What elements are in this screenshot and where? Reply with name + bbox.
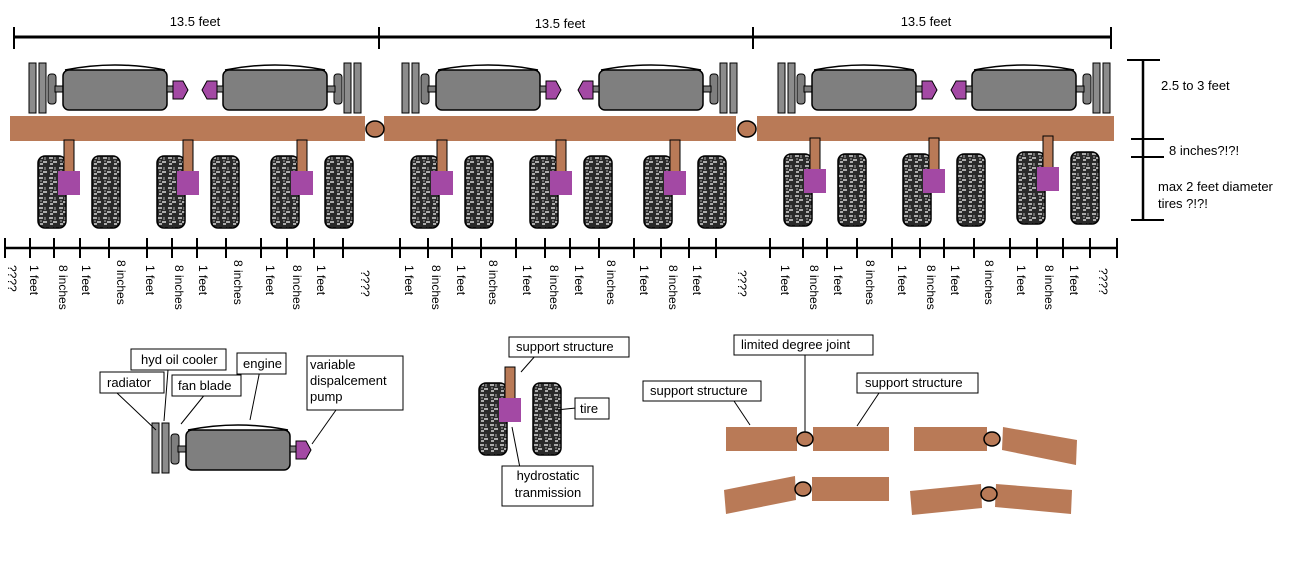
spacing-label: 8 inches [172, 265, 186, 310]
wheel-row [38, 136, 1099, 228]
spacing-label: 1 feet [520, 265, 534, 296]
spacing-label: 8 inches [429, 265, 443, 310]
wheel-legend: support structure tire hydrostatic tranm… [479, 336, 630, 507]
engine-label: engine [243, 356, 282, 371]
spacing-label: 8 inches [982, 260, 996, 305]
spacing-label: 1 feet [454, 265, 468, 296]
wheelset [1017, 136, 1099, 224]
engine-assembly [28, 62, 189, 114]
spacing-label: ???? [735, 270, 749, 297]
joint-legend: support structure limited degree joint s… [642, 334, 1077, 515]
spacing-label: 1 feet [1014, 265, 1028, 296]
spacing-label: 8 inches [1042, 265, 1056, 310]
spacing-label: 1 feet [948, 265, 962, 296]
wheelset [784, 138, 866, 226]
engine-assembly [201, 62, 362, 114]
spacing-label: 1 feet [27, 265, 41, 296]
beam-piece [813, 427, 889, 451]
spacing-label: 8 inches [547, 265, 561, 310]
pump-label: variable dispalcement pump [310, 357, 387, 404]
spacing-label: 1 feet [402, 265, 416, 296]
spacing-label: 1 feet [831, 265, 845, 296]
spacing-label: ???? [358, 270, 372, 297]
spacing-label: 8 inches [56, 265, 70, 310]
spacing-label: 8 inches [863, 260, 877, 305]
spacing-label: 8 inches [604, 260, 618, 305]
spacing-label: 8 inches [486, 260, 500, 305]
spacing-label: 1 feet [79, 265, 93, 296]
wheelset [271, 140, 353, 228]
engine-assembly [401, 62, 562, 114]
support-beam [757, 116, 1114, 141]
side-dimension-line [1127, 59, 1164, 221]
engine-assembly [950, 62, 1111, 114]
support-structure-label: support structure [516, 339, 614, 354]
spacing-label: 8 inches [807, 265, 821, 310]
dimension-label-1: 13.5 feet [170, 14, 221, 29]
engine-legend: radiator hyd oil cooler fan blade engine… [99, 348, 404, 474]
support-left-label: support structure [650, 383, 748, 398]
spacing-labels: ???? 1 feet 8 inches 1 feet 8 inches 1 f… [5, 260, 1110, 310]
wheelset [38, 140, 120, 228]
joint [983, 431, 1001, 447]
spacing-label: ???? [1096, 268, 1110, 295]
top-dimension-line [13, 27, 1112, 49]
engine-assembly [777, 62, 938, 114]
spacing-label: 8 inches [666, 265, 680, 310]
wheelset [411, 140, 493, 228]
transmission-label: hydrostatic tranmission [515, 468, 581, 500]
joint [737, 120, 757, 138]
beam-thickness-label: 8 inches?!?! [1169, 143, 1239, 158]
wheelset [644, 140, 726, 228]
beam-piece [812, 477, 889, 501]
spacing-label: 8 inches [924, 265, 938, 310]
wheelset [530, 140, 612, 228]
support-beam [384, 116, 736, 141]
support-right-label: support structure [865, 375, 963, 390]
beam-piece [726, 427, 797, 451]
joint-label: limited degree joint [741, 337, 851, 352]
dimension-label-2: 13.5 feet [535, 16, 586, 31]
tire-size-label: max 2 feet diameter tires ?!?! [1158, 179, 1273, 211]
engine-row [28, 62, 1111, 114]
beam-piece [995, 484, 1072, 514]
spacing-label: 8 inches [114, 260, 128, 305]
joint [980, 486, 998, 502]
hyd-oil-cooler-label: hyd oil cooler [141, 352, 218, 367]
wheelset [157, 140, 239, 228]
beam-piece [914, 427, 987, 451]
radiator-label: radiator [107, 375, 152, 390]
beam-row [10, 116, 1114, 141]
spacing-label: 1 feet [895, 265, 909, 296]
support-beam [10, 116, 365, 141]
spacing-label: 1 feet [690, 265, 704, 296]
legend-wheelset [479, 367, 561, 455]
spacing-label: ???? [5, 265, 19, 292]
spacing-label: 1 feet [143, 265, 157, 296]
wheelset [903, 138, 985, 226]
spacing-label: 8 inches [290, 265, 304, 310]
joint [796, 431, 814, 447]
joint [794, 481, 812, 497]
dimension-label-3: 13.5 feet [901, 14, 952, 29]
spacing-label: 1 feet [637, 265, 651, 296]
engine-assembly [577, 62, 738, 114]
tire-label: tire [580, 401, 598, 416]
beam-piece [724, 476, 796, 514]
spacing-label: 1 feet [572, 265, 586, 296]
beam-piece [910, 484, 982, 515]
spacing-label: 1 feet [1067, 265, 1081, 296]
spacing-label: 1 feet [778, 265, 792, 296]
beam-piece [1002, 427, 1077, 465]
spacing-ruler [4, 238, 1118, 258]
joint [365, 120, 385, 138]
spacing-label: 1 feet [196, 265, 210, 296]
spacing-label: 1 feet [263, 265, 277, 296]
spacing-label: 1 feet [314, 265, 328, 296]
legend-engine-assembly [151, 422, 312, 474]
spacing-label: 8 inches [231, 260, 245, 305]
fan-blade-label: fan blade [178, 378, 232, 393]
height-label: 2.5 to 3 feet [1161, 78, 1230, 93]
